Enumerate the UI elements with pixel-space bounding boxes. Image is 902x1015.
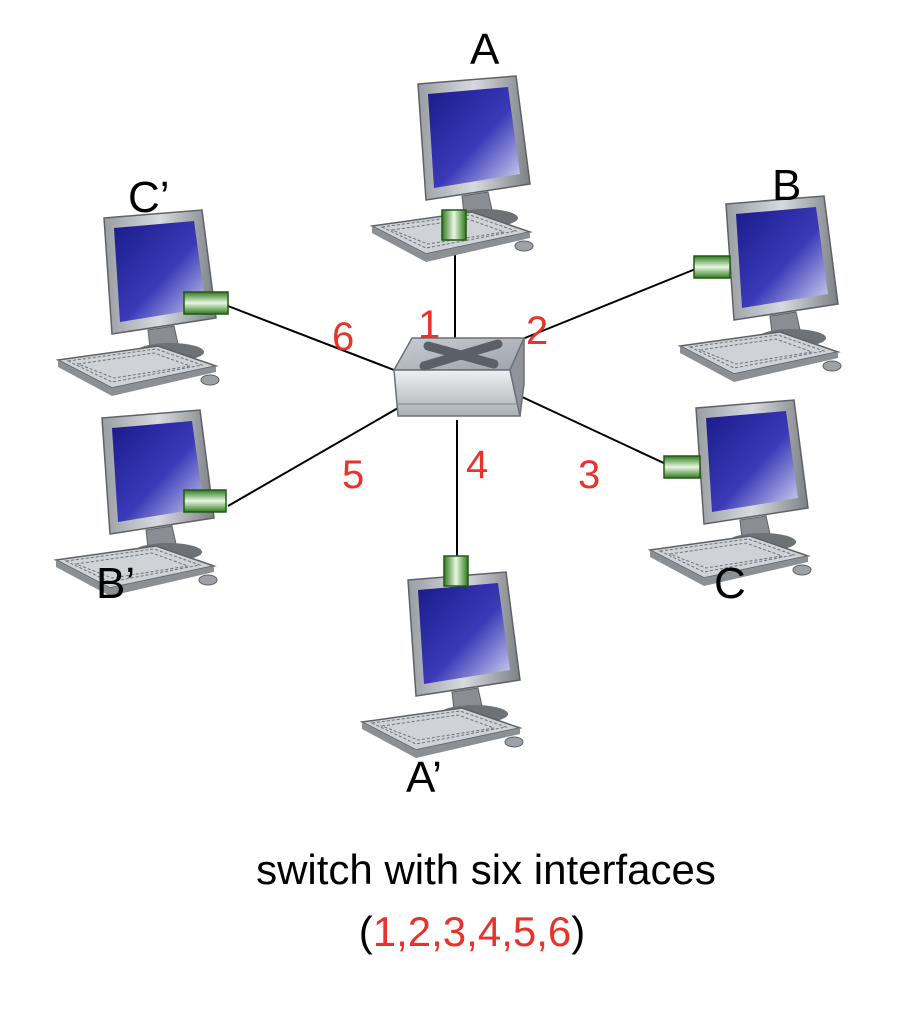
interface-label-5: 5 [342,453,364,497]
switch-icon [392,337,526,417]
caption-line-2: (1,2,3,4,5,6) [359,908,586,955]
caption-line-1: switch with six interfaces [256,846,716,893]
host-label-c-prime: C’ [128,173,170,222]
link-interface-2 [509,267,699,345]
connector-icon [183,489,227,513]
interface-label-1: 1 [418,303,440,347]
connector-icon [443,555,469,587]
host-label-a: A [470,25,500,74]
interface-connectors [183,209,731,587]
caption-open-paren: ( [359,908,373,955]
links [227,242,699,558]
host-label-b-prime: B’ [96,559,135,608]
interface-label-6: 6 [332,315,354,359]
interface-label-2: 2 [526,309,548,353]
interface-label-3: 3 [578,453,600,497]
connector-icon [183,291,229,315]
link-interface-5 [227,407,399,507]
computer-icon [361,571,524,759]
interface-label-4: 4 [466,443,488,487]
host-label-b: B [772,161,801,210]
computer-icon [679,195,842,383]
connector-icon [693,255,731,279]
connector-icon [663,455,701,479]
connector-icon [441,209,467,241]
link-interface-6 [227,305,395,371]
interface-labels: 1 2 3 4 5 6 [332,303,600,497]
caption-close-paren: ) [571,908,585,955]
caption-interface-list: 1,2,3,4,5,6 [373,908,572,955]
link-interface-3 [519,395,669,466]
host-label-c: C [714,559,746,608]
host-label-a-prime: A’ [406,753,442,802]
